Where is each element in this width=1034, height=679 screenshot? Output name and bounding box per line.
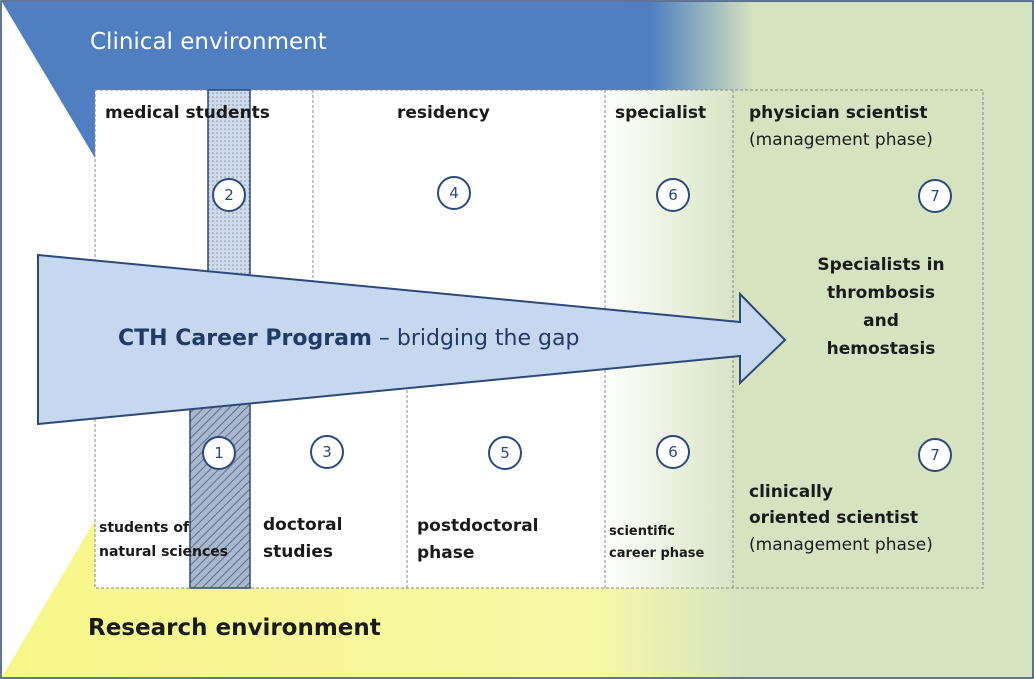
step-marker-5: 5: [488, 436, 522, 470]
program-arrow: [37, 253, 787, 426]
outcome-line4: hemostasis: [826, 339, 936, 359]
program-name: CTH Career Program: [118, 326, 372, 351]
students-natural-sciences-line2: natural sciences: [99, 544, 229, 560]
program-title: CTH Career Program – bridging the gap: [118, 326, 579, 351]
physician-scientist-phase: (management phase): [749, 130, 933, 150]
outcome-line3: and: [863, 311, 899, 331]
research-environment-label: Research environment: [88, 615, 381, 641]
step-marker-6-upper: 6: [656, 178, 690, 212]
step-marker-3: 3: [310, 435, 344, 469]
medical-students-label: medical students: [105, 103, 270, 123]
outcome-line2: thrombosis: [827, 283, 935, 303]
step-marker-4: 4: [437, 176, 471, 210]
step-marker-7-lower: 7: [918, 438, 952, 472]
bridge-bar-natural-sciences: [189, 379, 251, 589]
students-natural-sciences-line1: students of: [99, 520, 190, 536]
clinical-environment-label: Clinical environment: [90, 29, 327, 55]
clinical-environment-band: [2, 2, 1032, 158]
clinical-scientist-line1: clinically: [749, 482, 833, 502]
clinical-scientist-phase: (management phase): [749, 535, 933, 555]
postdoctoral-phase-line1: postdoctoral: [417, 516, 539, 536]
specialist-label: specialist: [615, 103, 707, 123]
scientific-career-line2: career phase: [609, 546, 705, 561]
research-environment-band: [2, 520, 1032, 677]
doctoral-studies-line1: doctoral: [263, 515, 343, 535]
step-marker-2: 2: [212, 178, 246, 212]
step-marker-6-lower: 6: [656, 435, 690, 469]
doctoral-studies-line2: studies: [263, 542, 333, 562]
step-marker-1: 1: [202, 436, 236, 470]
physician-scientist-label: physician scientist: [749, 103, 928, 123]
clinical-scientist-line2: oriented scientist: [749, 508, 919, 528]
step-marker-7-upper: 7: [918, 179, 952, 213]
postdoctoral-phase-line2: phase: [417, 543, 475, 563]
outcome-line1: Specialists in: [817, 255, 945, 275]
program-tagline: – bridging the gap: [371, 326, 580, 351]
residency-label: residency: [397, 103, 490, 123]
scientific-career-line1: scientific: [609, 524, 675, 539]
